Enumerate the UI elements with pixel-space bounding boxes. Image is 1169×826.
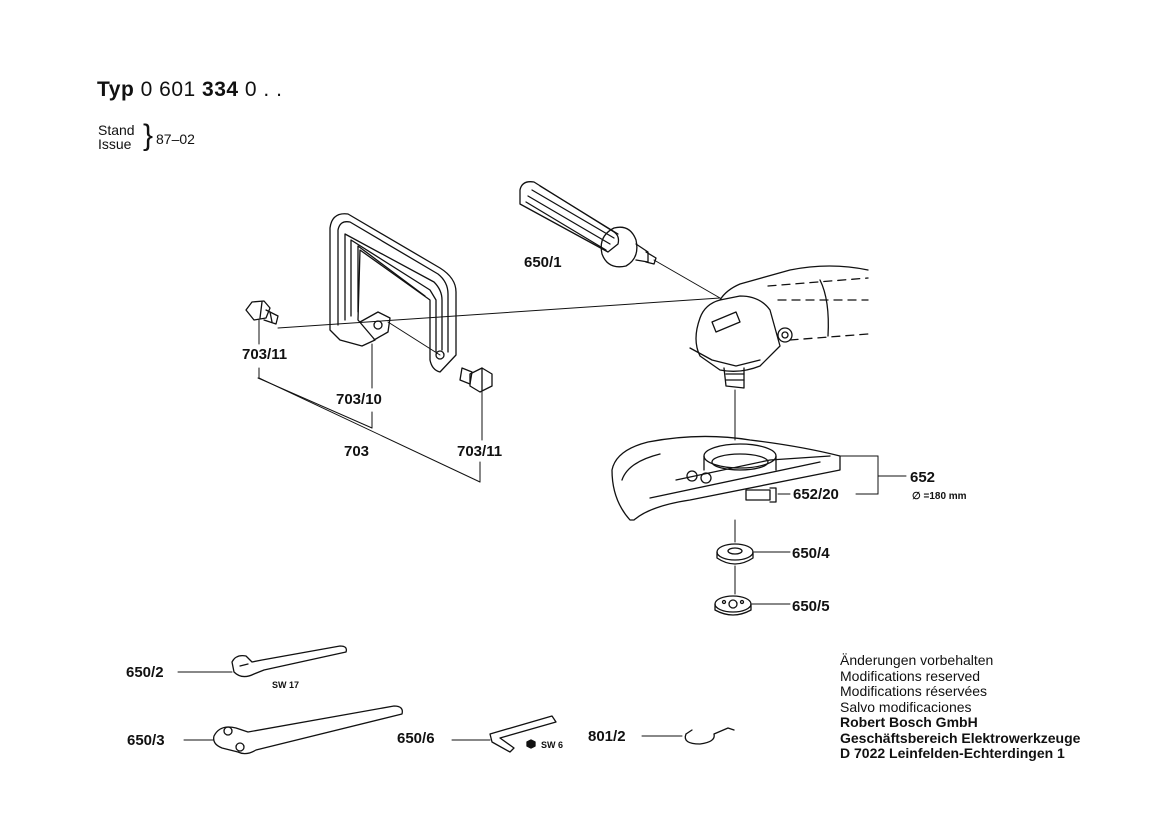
label-650-5: 650/5 bbox=[792, 598, 830, 615]
typ-number-b: 334 bbox=[202, 78, 239, 101]
issue-label: Issue bbox=[98, 136, 132, 152]
modification-notice: Änderungen vorbehalten Modifications res… bbox=[840, 652, 1081, 762]
company-division: Geschäftsbereich Elektrowerkzeuge bbox=[840, 729, 1081, 746]
label-650-2: 650/2 bbox=[126, 664, 164, 681]
label-652-diameter: ∅ =180 mm bbox=[912, 491, 967, 502]
label-703-11-right: 703/11 bbox=[457, 443, 503, 460]
label-703-11-left: 703/11 bbox=[242, 346, 288, 363]
screw-703-11-left-drawing bbox=[245, 300, 279, 325]
screw-652-20-drawing bbox=[745, 487, 777, 503]
bow-handle-drawing bbox=[329, 213, 457, 373]
wrench-650-2-drawing bbox=[177, 645, 348, 678]
type-number-title: Typ 0 601 334 0 . . bbox=[97, 78, 282, 102]
company-name: Robert Bosch GmbH bbox=[840, 714, 978, 730]
hex-key-650-6-drawing bbox=[451, 715, 557, 753]
label-652-20: 652/20 bbox=[793, 486, 839, 503]
notice-line-en: Modifications reserved bbox=[840, 667, 981, 684]
side-handle-drawing bbox=[519, 181, 657, 268]
wheel-guard-drawing bbox=[611, 435, 841, 521]
label-650-3: 650/3 bbox=[127, 732, 165, 749]
label-650-4: 650/4 bbox=[792, 545, 830, 562]
label-650-6: 650/6 bbox=[397, 730, 435, 747]
typ-number-c: 0 . . bbox=[244, 78, 283, 101]
label-sw6: SW 6 bbox=[541, 740, 564, 750]
brace-glyph: } bbox=[143, 119, 154, 152]
nut-650-5-drawing bbox=[714, 595, 752, 616]
label-703: 703 bbox=[344, 443, 370, 460]
label-sw17: SW 17 bbox=[272, 680, 300, 690]
flange-650-4-drawing bbox=[716, 543, 754, 565]
company-address: D 7022 Leinfelden-Echterdingen 1 bbox=[840, 745, 1065, 761]
spanner-650-3-drawing bbox=[183, 705, 403, 755]
label-801-2: 801/2 bbox=[588, 728, 626, 745]
label-703-10: 703/10 bbox=[336, 391, 382, 408]
notice-line-fr: Modifications réservées bbox=[840, 683, 988, 699]
circlip-801-2-drawing bbox=[641, 727, 735, 745]
label-650-1: 650/1 bbox=[524, 254, 562, 271]
screw-703-11-right-drawing bbox=[459, 367, 493, 393]
notice-line-es: Salvo modificaciones bbox=[840, 698, 972, 715]
stand-label: Stand bbox=[98, 122, 135, 138]
stand-issue-block: Stand Issue bbox=[98, 123, 135, 151]
grinder-head-drawing bbox=[689, 265, 869, 389]
leader-lines bbox=[257, 259, 907, 605]
typ-number-a: 0 601 bbox=[140, 78, 196, 101]
notice-line-de: Änderungen vorbehalten bbox=[840, 652, 994, 668]
typ-label: Typ bbox=[97, 78, 135, 101]
issue-date: 87–02 bbox=[156, 131, 195, 147]
label-652: 652 bbox=[910, 469, 936, 486]
